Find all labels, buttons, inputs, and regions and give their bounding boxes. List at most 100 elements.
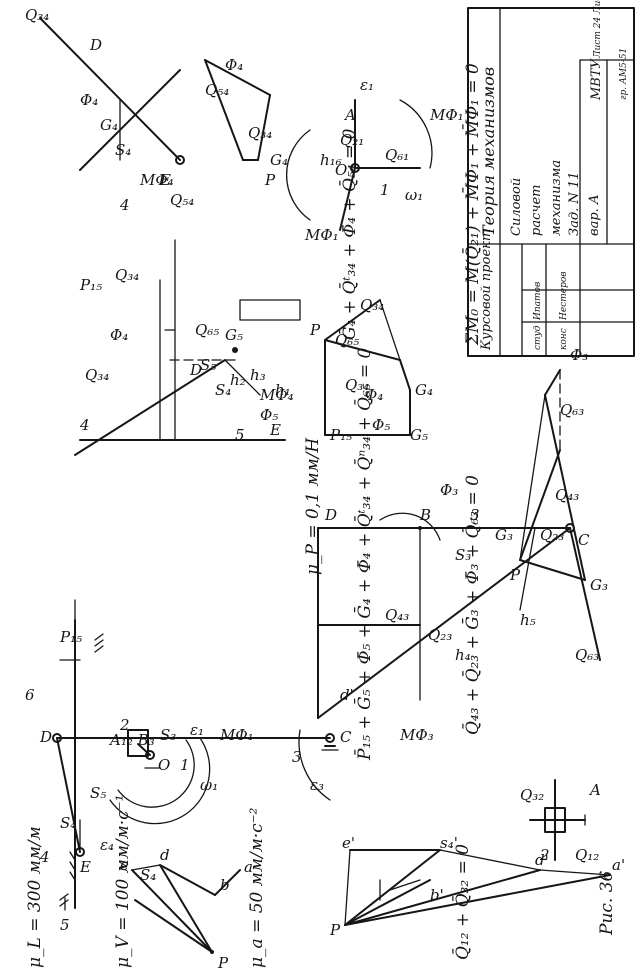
label-Q23-link3: Q₂₃ — [428, 626, 452, 644]
label-a-velocity: a — [244, 858, 253, 876]
label-Q61: Q₆₁ — [385, 146, 409, 164]
label-O-scheme: O — [158, 756, 170, 774]
label-G3-poly3: G₃ — [590, 576, 608, 594]
label-link-6: 6 — [25, 686, 35, 704]
label-Q34-top: Q₃₄ — [25, 6, 49, 24]
label-S3-scheme: S₃ — [160, 726, 176, 744]
label-MPhi4-fd: MΦ₄ — [259, 386, 294, 404]
acceleration-polygon — [344, 849, 611, 926]
label-link-5-scheme: 5 — [60, 916, 70, 934]
label-D-scheme: D — [39, 728, 52, 746]
scale-length: μ_L = 300 мм/м — [25, 826, 45, 968]
label-Q34-poly: Q₃₄ — [248, 124, 272, 142]
label-Q23-poly3: Q₂₃ — [540, 526, 564, 544]
title-task: Зад. N 11 — [567, 172, 582, 236]
label-h5: h₅ — [520, 611, 536, 629]
equation-link3: Q̄₄₃ + Q̄₂₃ + Ḡ₃ + Φ̄₃ + Q̄₆₃ = 0 — [461, 475, 483, 735]
label-b-velocity: b — [220, 876, 230, 894]
student-role: студ — [533, 325, 543, 350]
link2-diagram — [529, 779, 586, 861]
label-e-prime: e' — [342, 834, 355, 852]
velocity-polygon — [131, 864, 241, 954]
link4-force-diagram — [39, 17, 185, 171]
label-Lp: P₁₅ — [79, 276, 102, 294]
label-eps1-link1: ε₁ — [360, 76, 374, 94]
label-Phi5-poly45: Φ₅ — [372, 416, 390, 434]
label-Q54-top: Q₅₄ — [170, 191, 194, 209]
label-link-2-scheme: 2 — [119, 716, 130, 734]
title-sub-3: механизма — [549, 160, 564, 236]
label-Q34n-poly45: Q₃₄ — [345, 376, 369, 394]
label-Q34-poly45: Q₃₄ — [360, 296, 384, 314]
equation-mechanism: P̄₁₅ + Ḡ₅ + Φ̄₅ + Ḡ₄ + Φ̄₄ + Q̄ᵗ₃₄ + Q̄ⁿ… — [353, 347, 375, 761]
label-MPhi1-scheme: MΦ₁ — [219, 726, 254, 744]
label-Q65-poly45: Q₆₅ — [335, 331, 359, 349]
label-Q12: Q₁₂ — [575, 846, 599, 864]
label-h2: h₂ — [230, 371, 246, 389]
label-link-4-top: 4 — [119, 196, 130, 214]
label-Phi4-poly45: Φ₄ — [365, 386, 383, 404]
label-P-poly3: P — [509, 566, 521, 584]
force-polygon-link3 — [519, 369, 586, 581]
title-sub-2: расчет — [529, 185, 544, 236]
label-C-scheme: C — [340, 728, 352, 746]
label-Q34n-fd: Q₃₄ — [115, 266, 139, 284]
label-eps1-scheme: ε₁ — [190, 721, 204, 739]
label-link-4-scheme: 4 — [39, 848, 50, 866]
label-D-link3: D — [324, 506, 337, 524]
label-link-3-scheme: 3 — [292, 748, 302, 766]
label-S4-top: S₄ — [115, 141, 131, 159]
label-G5-poly45: G₅ — [410, 426, 428, 444]
label-h4: h₄ — [455, 646, 471, 664]
title-block: Курсовой проект Теория механизмов Силово… — [467, 0, 635, 357]
label-p-accel: P — [329, 921, 341, 939]
label-O-link1: O — [335, 161, 347, 179]
label-MPhi4-top: MΦ₄ — [139, 171, 174, 189]
scale-force: μ_P = 0,1 мм/Н — [303, 437, 323, 575]
label-link-5-fd: 5 — [235, 426, 245, 444]
label-G4-poly45: G₄ — [415, 381, 433, 399]
equation-link4: Ḡ₄ + Q̄ᵗ₃₄ + Φ̄₄ + Q̄₅₄ = 0 — [338, 128, 360, 340]
equation-moment: ΣM₀ = M(Q̄₂₁) + M̄Φ₁ + M̄Φ₁ = 0 — [461, 63, 483, 346]
label-P-poly45: P — [309, 321, 321, 339]
label-Q32: Q₃₂ — [520, 786, 544, 804]
label-link-3-diagram: 3 — [470, 506, 480, 524]
scale-velocity: μ_V = 100 мм/м·с⁻¹ — [113, 795, 133, 968]
label-G4-poly4: G₄ — [270, 151, 288, 169]
label-P-poly4: P — [264, 171, 276, 189]
label-omega1-link1: ω₁ — [405, 186, 423, 204]
consultant-role: конс — [559, 328, 569, 350]
title-dept: МВТУ — [589, 57, 604, 101]
label-Q54-poly: Q₅₄ — [205, 81, 229, 99]
label-Q43-link3: Q₄₃ — [385, 606, 409, 624]
consultant-name: Нестеров — [559, 272, 569, 322]
title-sub-1: Силовой — [509, 178, 524, 236]
label-e-velocity: e — [120, 856, 129, 874]
link1-force-diagram — [285, 99, 433, 231]
mechanism-scheme — [52, 599, 339, 911]
label-link-2-diagram: 2 — [539, 846, 550, 864]
label-MPhi3: MΦ₃ — [399, 726, 434, 744]
label-Phi5-fd: Φ₅ — [260, 406, 278, 424]
link45-force-diagram — [74, 239, 301, 456]
label-h1: h₁ — [275, 381, 291, 399]
label-P15-poly45: P₁₅ — [329, 426, 352, 444]
title-main: Теория механизмов — [479, 67, 498, 236]
label-Phi3-poly3: Φ₃ — [570, 346, 588, 364]
label-b-prime: b' — [430, 886, 444, 904]
label-S1-link1: 1 — [380, 181, 390, 199]
label-link-1-scheme: 1 — [180, 756, 190, 774]
label-Q43-poly3: Q₄₃ — [555, 486, 579, 504]
label-h16: h₁₆ — [320, 151, 342, 169]
label-h3: h₃ — [250, 366, 266, 384]
label-D-top: D — [89, 36, 102, 54]
label-A-link1: A — [343, 106, 356, 124]
label-E-top: E — [159, 171, 171, 189]
label-E-scheme: E — [79, 858, 91, 876]
label-d-prime: d' — [535, 851, 549, 869]
label-Q63-poly3: Q₆₃ — [560, 401, 584, 419]
label-G5-fd: G₅ — [225, 326, 243, 344]
label-a-prime: a' — [612, 856, 625, 874]
